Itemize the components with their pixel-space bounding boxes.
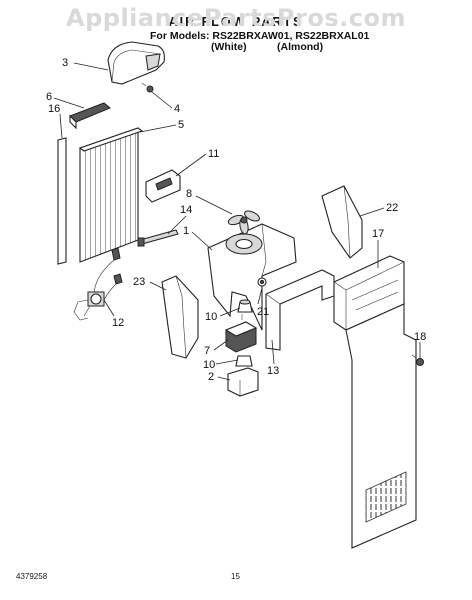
part-5-evaporator-cover: [78, 127, 144, 263]
watermark: AppliancePartsPros.com: [66, 4, 406, 32]
part-21-grommet: [257, 277, 267, 287]
model-list: For Models: RS22BRXAW01, RS22BRXAL01: [150, 30, 370, 42]
callout-10-lower: 10: [203, 359, 215, 371]
part-16-gasket-strip: [57, 137, 67, 265]
part-3-duct-cover: [107, 41, 165, 85]
finish-white-label: (White): [211, 41, 247, 53]
callout-17: 17: [372, 228, 384, 240]
callout-13: 13: [267, 365, 279, 377]
callout-3: 3: [62, 57, 68, 69]
callout-16: 16: [48, 103, 60, 115]
callout-7: 7: [204, 345, 210, 357]
callout-4: 4: [174, 103, 180, 115]
part-10-motor-mount-upper: [237, 299, 253, 313]
page-title: AIR FLOW PARTS: [168, 15, 304, 29]
part-13-air-channel: [265, 269, 335, 351]
leader-lines: [53, 62, 421, 381]
callout-14: 14: [180, 204, 192, 216]
callout-21: 21: [257, 306, 269, 318]
callout-2: 2: [208, 371, 214, 383]
finish-almond-label: (Almond): [277, 41, 324, 53]
callout-8: 8: [186, 188, 192, 200]
part-8-fan-blade: [227, 210, 260, 235]
rear-panel: [345, 303, 417, 549]
part-10-motor-mount-lower: [235, 355, 253, 367]
part-14-heater-rod: [137, 229, 179, 247]
callout-1: 1: [183, 225, 189, 237]
part-23-side-baffle: [161, 275, 199, 359]
part-18-screw: [411, 354, 424, 366]
part-2-motor-bracket: [227, 367, 259, 397]
part-12-wire-harness: [73, 247, 123, 321]
document-number: 4379258: [16, 572, 48, 581]
part-4-screw: [141, 82, 154, 93]
part-22-upper-baffle: [321, 185, 363, 259]
callout-23: 23: [133, 276, 145, 288]
callout-12: 12: [112, 317, 124, 329]
callout-18: 18: [414, 331, 426, 343]
callout-11: 11: [208, 148, 219, 160]
callout-6: 6: [46, 91, 52, 103]
part-1-fan-housing: [207, 223, 297, 331]
part-6-light-bar: [69, 102, 111, 130]
callout-22: 22: [386, 202, 398, 214]
part-11-thermostat-housing: [145, 169, 181, 203]
callout-5: 5: [178, 119, 184, 131]
callout-10-upper: 10: [205, 311, 217, 323]
page-number: 15: [231, 572, 240, 581]
part-7-fan-motor: [224, 314, 258, 353]
callout-labels: 3 6 16 4 5 11 8 14 1 22 17 23 12 21 10 7…: [46, 57, 426, 383]
